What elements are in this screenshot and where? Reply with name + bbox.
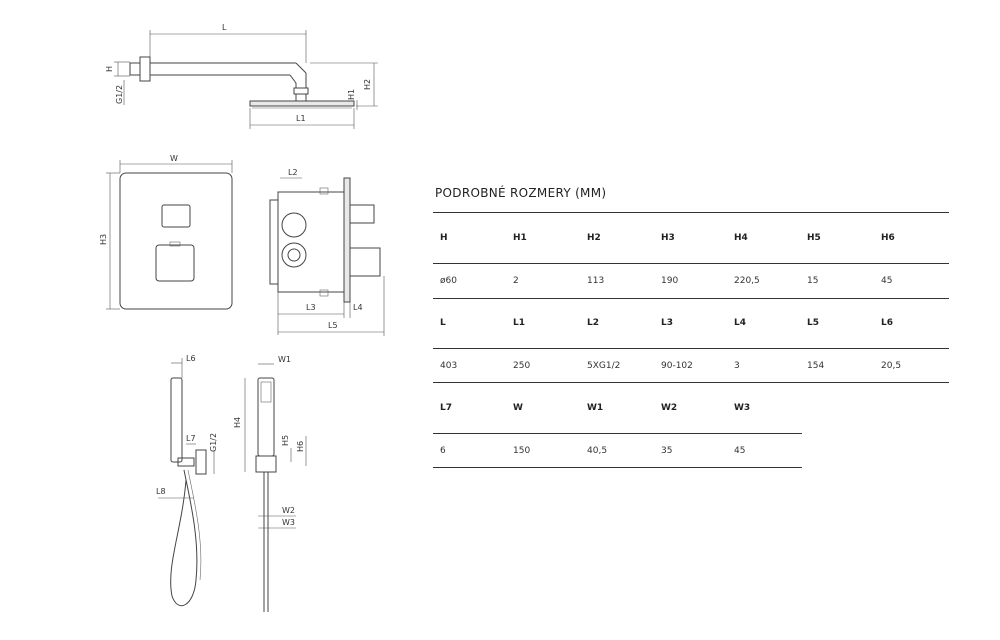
dim-label-L5: L5 bbox=[328, 321, 338, 330]
header-cell: H bbox=[440, 233, 448, 243]
value-cell: 3 bbox=[734, 361, 740, 371]
header-cell: H6 bbox=[881, 233, 895, 243]
dim-label-L6: L6 bbox=[186, 354, 196, 363]
hand-shower-side-drawing: L6 L7 G1/2 L8 bbox=[156, 354, 218, 607]
header-cell: H1 bbox=[513, 233, 527, 243]
value-cell: 40,5 bbox=[587, 446, 608, 456]
dim-label-H6: H6 bbox=[296, 441, 305, 452]
header-cell: L6 bbox=[881, 318, 893, 328]
dim-label-W: W bbox=[170, 154, 178, 163]
header-cell: L5 bbox=[807, 318, 819, 328]
table-rule bbox=[433, 433, 802, 434]
value-cell: 403 bbox=[440, 361, 458, 371]
header-cell: H2 bbox=[587, 233, 601, 243]
header-cell: W bbox=[513, 403, 523, 413]
dim-label-L2: L2 bbox=[288, 168, 298, 177]
value-cell: 45 bbox=[881, 276, 893, 286]
dim-label-L7: L7 bbox=[186, 434, 196, 443]
concealed-body-drawing: L2 L3 L4 L5 bbox=[269, 168, 385, 336]
value-cell: 45 bbox=[734, 446, 746, 456]
header-cell: L7 bbox=[440, 403, 452, 413]
dim-label-H5: H5 bbox=[281, 435, 290, 446]
value-cell: 220,5 bbox=[734, 276, 760, 286]
dim-label-W3: W3 bbox=[282, 518, 295, 527]
dim-label-L: L bbox=[222, 23, 227, 32]
hand-shower-front-drawing: W1 H4 H5 H6 W2 W3 bbox=[233, 355, 307, 612]
dim-label-H: H bbox=[105, 66, 114, 72]
mixer-panel-drawing: W H3 bbox=[99, 154, 233, 310]
header-cell: L3 bbox=[661, 318, 673, 328]
header-cell: H5 bbox=[807, 233, 821, 243]
table-rule bbox=[433, 348, 949, 349]
dim-label-H1: H1 bbox=[347, 89, 356, 100]
header-cell: W3 bbox=[734, 403, 751, 413]
value-cell: 90-102 bbox=[661, 361, 693, 371]
header-cell: H3 bbox=[661, 233, 675, 243]
dim-label-L1: L1 bbox=[296, 114, 306, 123]
dim-label-L4: L4 bbox=[353, 303, 363, 312]
value-cell: 20,5 bbox=[881, 361, 902, 371]
header-cell: H4 bbox=[734, 233, 748, 243]
header-cell: L2 bbox=[587, 318, 599, 328]
table-title: PODROBNÉ ROZMERY (MM) bbox=[435, 186, 607, 200]
dim-label-H2: H2 bbox=[363, 79, 372, 90]
value-cell: ø60 bbox=[440, 276, 457, 286]
dim-label-H3: H3 bbox=[99, 234, 108, 245]
value-cell: 5XG1/2 bbox=[587, 361, 621, 371]
dim-label-G12: G1/2 bbox=[115, 85, 124, 104]
header-cell: W1 bbox=[587, 403, 604, 413]
dim-label-L3: L3 bbox=[306, 303, 316, 312]
table-rule bbox=[433, 382, 949, 383]
table-rule bbox=[433, 467, 802, 468]
dim-label-L8: L8 bbox=[156, 487, 166, 496]
table-rule bbox=[433, 298, 949, 299]
value-cell: 113 bbox=[587, 276, 605, 286]
dim-label-W1: W1 bbox=[278, 355, 291, 364]
header-cell: W2 bbox=[661, 403, 678, 413]
header-cell: L bbox=[440, 318, 446, 328]
dim-label-W2: W2 bbox=[282, 506, 295, 515]
dimensions-panel: PODROBNÉ ROZMERY (MM) H H1 H2 H3 H4 H5 H… bbox=[433, 186, 950, 468]
value-cell: 2 bbox=[513, 276, 519, 286]
value-cell: 250 bbox=[513, 361, 531, 371]
value-cell: 6 bbox=[440, 446, 446, 456]
dim-label-H4: H4 bbox=[233, 417, 242, 428]
value-cell: 154 bbox=[807, 361, 825, 371]
value-cell: 150 bbox=[513, 446, 531, 456]
header-cell: L4 bbox=[734, 318, 746, 328]
shower-arm-drawing: L H G1/2 L1 H1 H2 bbox=[105, 23, 378, 129]
table-rule bbox=[433, 263, 949, 264]
value-cell: 15 bbox=[807, 276, 819, 286]
table-rule bbox=[433, 212, 949, 213]
value-cell: 35 bbox=[661, 446, 673, 456]
header-cell: L1 bbox=[513, 318, 525, 328]
dim-label-G12-hand: G1/2 bbox=[209, 433, 218, 452]
value-cell: 190 bbox=[661, 276, 679, 286]
